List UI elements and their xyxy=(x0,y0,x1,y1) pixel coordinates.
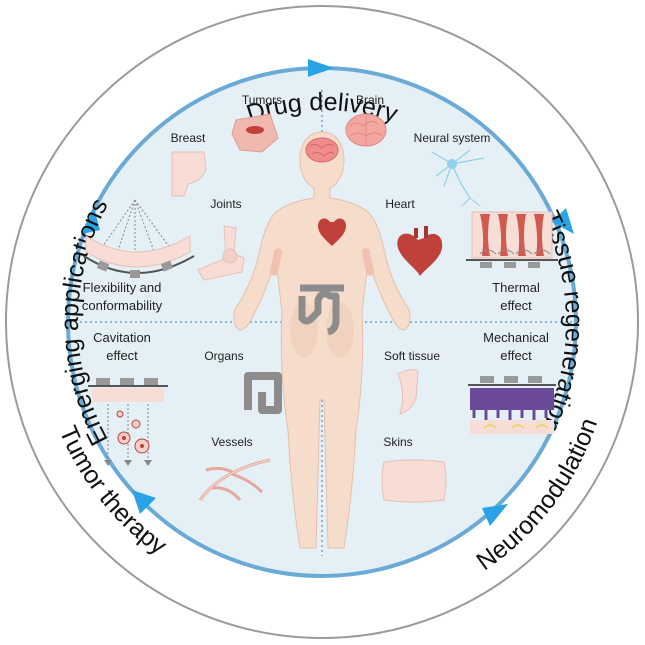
label-vessels: Vessels xyxy=(211,435,252,449)
label-breast: Breast xyxy=(171,131,206,145)
joint-icon xyxy=(197,225,245,281)
label-cavitation-line1: Cavitation xyxy=(93,330,151,345)
vessels-icon xyxy=(198,458,271,502)
label-soft-tissue: Soft tissue xyxy=(384,349,440,363)
label-tumors: Tumors xyxy=(242,93,282,107)
arrow-left-icon xyxy=(82,208,100,234)
body-arm-right-icon xyxy=(361,248,375,276)
body-arm-left-icon xyxy=(269,248,283,276)
skin-icon xyxy=(381,459,447,503)
label-cavitation-line2: effect xyxy=(106,348,138,363)
body-heart-icon xyxy=(318,218,346,246)
cavitation-device-icon xyxy=(88,378,168,466)
arrow-top-icon xyxy=(308,59,334,77)
label-flexibility-line2: conformability xyxy=(82,298,163,313)
tumor-icon xyxy=(231,113,279,153)
mechanical-device-icon xyxy=(468,376,556,434)
arrow-bottom-left-icon xyxy=(132,490,156,514)
label-mechanical-line2: effect xyxy=(500,348,532,363)
body-intestine-icon xyxy=(298,284,344,336)
neural-system-icon xyxy=(431,149,485,207)
label-brain: Brain xyxy=(356,93,384,107)
label-heart: Heart xyxy=(385,197,415,211)
label-thermal-line1: Thermal xyxy=(492,280,540,295)
soft-tissue-icon xyxy=(397,368,419,415)
label-thermal-line2: effect xyxy=(500,298,532,313)
thermal-device-icon xyxy=(466,211,558,268)
brain-icon xyxy=(345,113,387,147)
label-skins: Skins xyxy=(383,435,412,449)
body-brain-icon xyxy=(305,137,339,163)
label-joints: Joints xyxy=(210,197,241,211)
breast-icon xyxy=(171,151,207,197)
label-mechanical-line1: Mechanical xyxy=(483,330,549,345)
label-flexibility-line1: Flexibility and xyxy=(83,280,162,295)
flexibility-device-icon xyxy=(83,199,195,278)
label-neural-system: Neural system xyxy=(414,131,491,145)
label-organs: Organs xyxy=(204,349,243,363)
heart-icon xyxy=(397,226,443,276)
arrow-right-icon xyxy=(552,208,574,234)
colon-icon xyxy=(244,372,282,414)
arrow-bottom-right-icon xyxy=(482,504,508,526)
